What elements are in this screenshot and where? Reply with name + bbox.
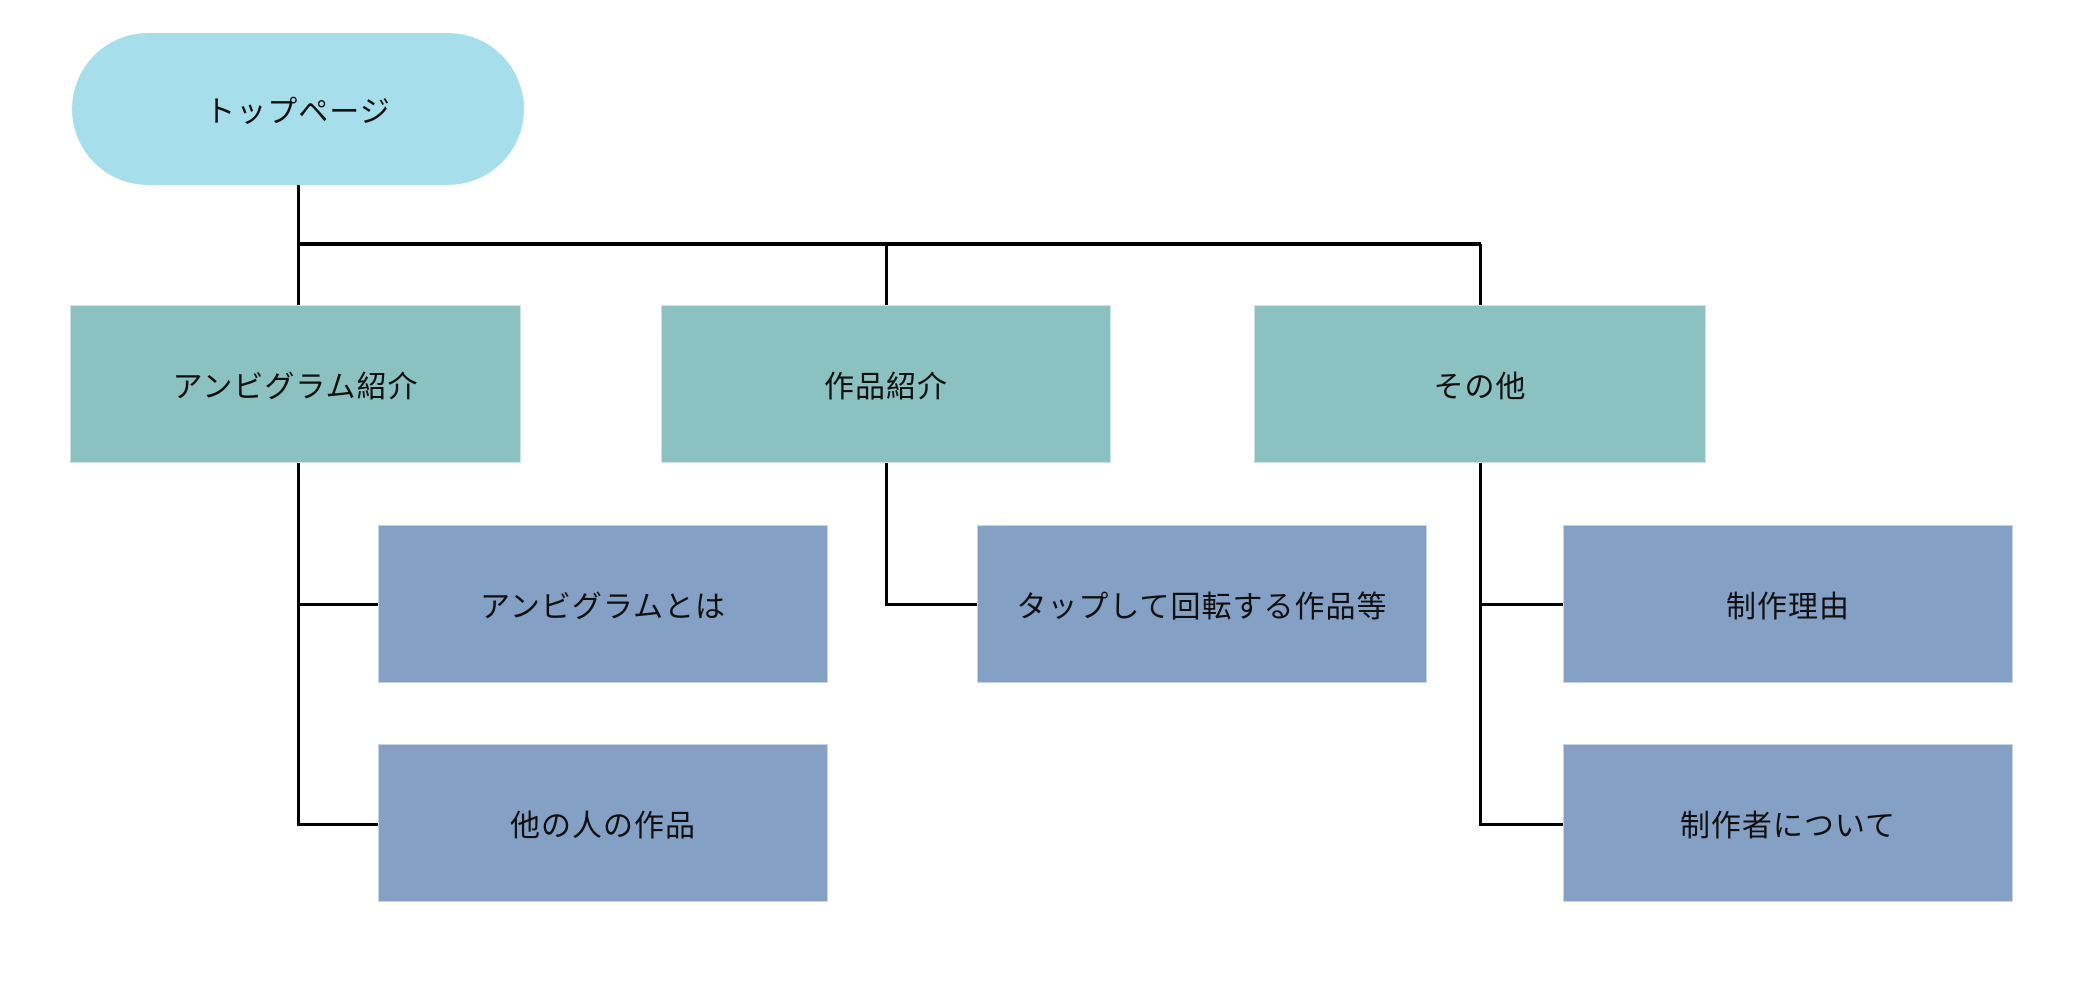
node-other-peoples-works: 他の人の作品	[378, 744, 828, 902]
node-ambigram-intro-label: アンビグラム紹介	[172, 371, 419, 404]
node-others: その他	[1254, 305, 1706, 463]
node-tap-rotate-works-label: タップして回転する作品等	[1016, 591, 1388, 624]
node-what-is-ambigram: アンビグラムとは	[378, 525, 828, 683]
node-about-creator-label: 制作者について	[1679, 810, 1897, 843]
node-others-label: その他	[1433, 371, 1527, 404]
node-top-page: トップページ	[72, 33, 524, 185]
node-creation-reason-label: 制作理由	[1726, 591, 1850, 624]
node-works-intro-label: 作品紹介	[824, 371, 948, 404]
node-creation-reason: 制作理由	[1563, 525, 2013, 683]
node-works-intro: 作品紹介	[661, 305, 1111, 463]
node-top-page-label: トップページ	[205, 96, 391, 129]
node-tap-rotate-works: タップして回転する作品等	[977, 525, 1427, 683]
node-about-creator: 制作者について	[1563, 744, 2013, 902]
node-what-is-ambigram-label: アンビグラムとは	[480, 591, 726, 624]
node-ambigram-intro: アンビグラム紹介	[70, 305, 521, 463]
node-other-peoples-works-label: 他の人の作品	[510, 810, 696, 843]
